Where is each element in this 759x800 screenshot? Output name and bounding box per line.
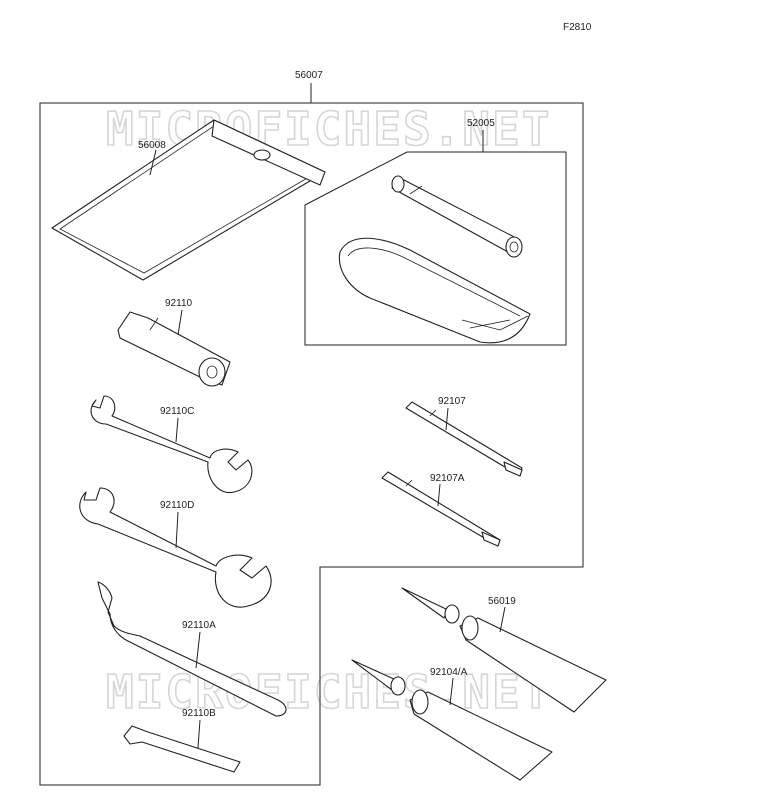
leader-tube: [499, 606, 506, 633]
leader-hook-wrench: [195, 631, 201, 669]
label-pump-kit: 52005: [467, 118, 495, 129]
label-pouch: 56008: [138, 140, 166, 151]
label-kit: 56007: [295, 70, 323, 81]
hook-wrench: [97, 581, 287, 717]
label-hex-key: 92110B: [182, 708, 216, 719]
label-tube: 56019: [488, 596, 516, 607]
kit-frame: [39, 102, 584, 786]
leader-tube-a: [449, 677, 454, 706]
pump: [391, 175, 523, 258]
grease-tube: [401, 587, 607, 713]
label-wrench-d: 92110D: [160, 500, 194, 511]
screwdriver-a: [381, 471, 501, 547]
label-tube-a: 92104/A: [430, 667, 468, 678]
open-wrench-c: [90, 395, 253, 494]
tool-pouch: [51, 119, 326, 281]
figure-code: F2810: [563, 22, 592, 33]
sealant-tube: [351, 659, 553, 781]
leader-wrench-d: [175, 511, 179, 549]
leader-driver-a: [437, 483, 441, 507]
pump-bag: [338, 237, 531, 344]
label-driver: 92107: [438, 396, 466, 407]
leader-pouch: [149, 149, 157, 176]
pump-kit-frame: [304, 151, 567, 346]
leader-hex-key: [197, 719, 201, 749]
leader-box-wrench: [177, 309, 183, 336]
hex-key: [123, 725, 241, 773]
label-wrench-c: 92110C: [160, 406, 194, 417]
watermark-bottom: MICROFICHES.NET: [106, 665, 551, 719]
box-wrench: [117, 311, 231, 387]
label-hook-wrench: 92110A: [182, 620, 216, 631]
open-wrench-d: [79, 487, 272, 608]
label-driver-a: 92107A: [430, 473, 465, 484]
leader-driver: [445, 407, 449, 431]
screwdriver: [405, 401, 523, 477]
leader-wrench-c: [175, 417, 179, 443]
label-box-wrench: 92110: [165, 298, 193, 309]
